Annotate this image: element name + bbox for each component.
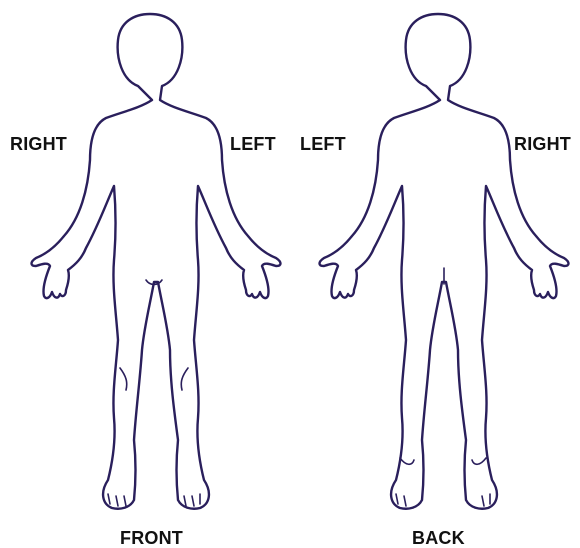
back-toes-left <box>396 494 406 506</box>
back-toes-right <box>482 494 490 506</box>
back-heel-right <box>472 458 486 464</box>
back-heel-left <box>400 458 414 464</box>
back-right-side-label: RIGHT <box>514 134 571 154</box>
front-left-side-label: LEFT <box>230 134 276 154</box>
front-right-side-label: RIGHT <box>10 134 67 154</box>
back-left-side-label: LEFT <box>300 134 346 154</box>
back-caption: BACK <box>412 528 465 548</box>
back-body-silhouette <box>320 14 569 509</box>
front-caption: FRONT <box>120 528 183 548</box>
